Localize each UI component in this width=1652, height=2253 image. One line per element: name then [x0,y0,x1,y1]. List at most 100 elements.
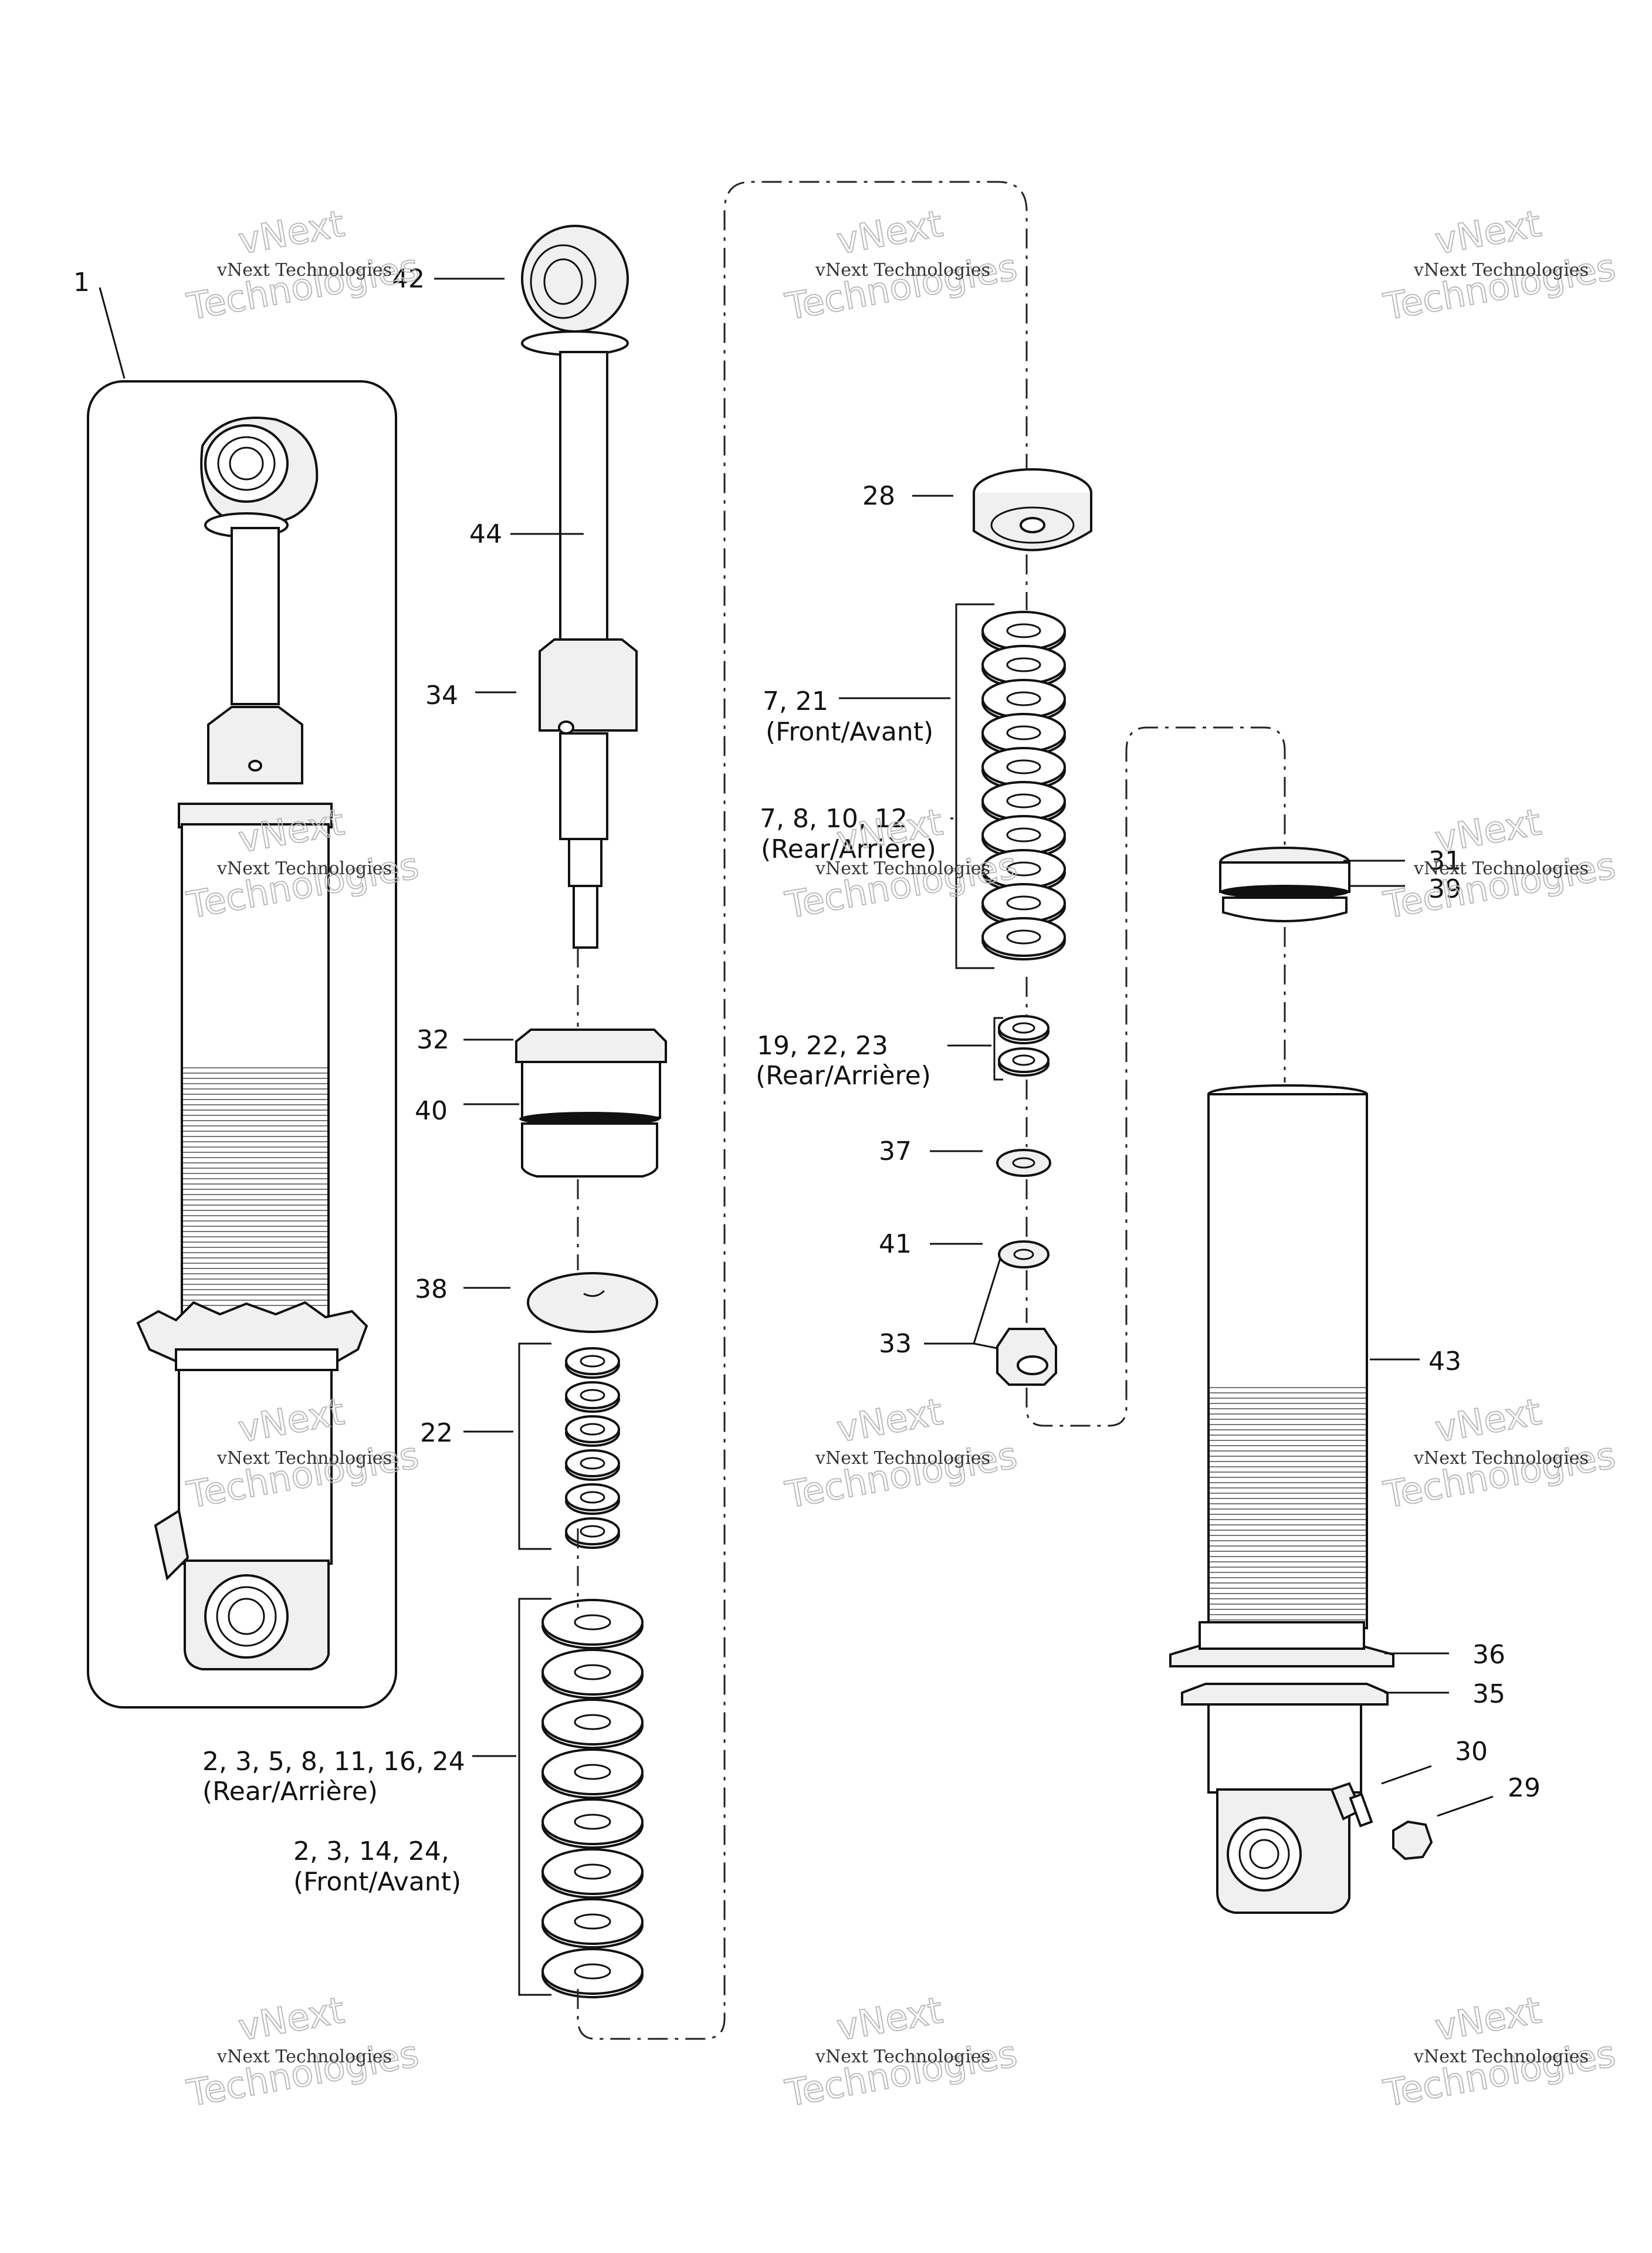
part-44-rod [559,351,608,647]
part-31-39-seal [1219,847,1350,922]
callout-29: 29 [1508,1773,1541,1803]
shim [981,917,1066,960]
callout-19-label: (Rear/Arrière) [756,1061,931,1091]
shim [981,849,1066,892]
callout-44: 44 [469,519,502,549]
callout-labels: 1 42 44 34 32 40 38 22 2, 3, 5, 8, 11, 1… [73,264,1541,1897]
part-30-valve [1330,1782,1373,1828]
watermark-vnext: vNext [1432,800,1544,861]
shim [541,1599,644,1649]
watermark-vnext: vNext [1432,202,1544,262]
shim [541,1798,644,1849]
watermark-technologies-large: Technologies [782,1433,1020,1516]
watermark-text: vNext Technologies [815,858,990,879]
watermark-text: vNext Technologies [1413,858,1589,879]
callout-22: 22 [420,1418,453,1448]
callout-34: 34 [425,681,458,711]
part-29-cap [1392,1820,1433,1860]
shim-stack-large [541,1599,644,1998]
shim [541,1898,644,1948]
part-34-bushing [539,638,638,949]
part-33-nut [996,1328,1057,1386]
shim [981,883,1066,926]
watermark-text: vNext Technologies [815,260,990,280]
callout-7-rear-label: (Rear/Arrière) [761,834,936,864]
part-42-eyelet [521,225,629,356]
shim [981,611,1066,654]
watermark-vnext: vNext [834,1988,946,2049]
part-41-washer [998,1240,1050,1268]
shock-assembly-1 [87,380,397,1709]
watermark-text: vNext Technologies [815,2046,990,2067]
callout-37: 37 [879,1136,912,1166]
callout-19-parts: 19, 22, 23 [757,1031,888,1061]
shim [981,679,1066,722]
brackets [518,603,1003,1996]
callout-rear-label: (Rear/Arrière) [202,1777,378,1807]
part-38-washer [527,1272,658,1333]
watermark-technologies-large: Technologies [184,245,422,328]
watermark-technologies-large: Technologies [184,2032,422,2115]
shim [565,1517,620,1549]
callout-43: 43 [1428,1347,1461,1376]
callout-7-front-label: (Front/Avant) [766,717,933,747]
callout-rear-parts: 2, 3, 5, 8, 11, 16, 24 [202,1747,465,1777]
watermark-text: vNext Technologies [815,1448,990,1469]
callout-31: 31 [1428,846,1461,876]
callout-40: 40 [415,1096,448,1126]
callout-7-front-parts: 7, 21 [763,686,828,716]
shim [981,645,1066,688]
shim [541,1699,644,1749]
watermark-text: vNext Technologies [1413,1448,1589,1469]
callout-7-rear-parts: 7, 8, 10, 12 [760,804,908,834]
part-43-body [1207,1084,1368,1787]
watermark-technologies-large: Technologies [1380,245,1619,328]
callout-front-parts: 2, 3, 14, 24, [293,1836,449,1866]
callout-35: 35 [1472,1679,1505,1709]
shim [565,1449,620,1481]
callout-28: 28 [862,481,895,511]
watermark-vnext: vNext [834,202,946,262]
callout-32: 32 [417,1025,449,1055]
shim [565,1381,620,1413]
watermark-text: vNext Technologies [216,2046,392,2067]
part-37-washer [996,1149,1051,1177]
shim [981,815,1066,858]
watermark-vnext: vNext [235,202,347,262]
part-43-lower [1207,1703,1362,1914]
callout-33: 33 [879,1329,912,1359]
callout-42: 42 [392,264,425,294]
watermark-text: vNext Technologies [216,1448,392,1469]
centerlines [577,181,1286,2040]
part-36-ring [1169,1621,1394,1667]
callout-38: 38 [415,1274,448,1304]
watermark-text: vNext Technologies [1413,2046,1589,2067]
watermark-technologies-large: Technologies [1380,844,1619,926]
shim [998,1015,1050,1044]
watermark-technologies-large: Technologies [1380,2032,1619,2115]
watermark-vnext: vNext [1432,1988,1544,2049]
watermark-text: vNext Technologies [1413,260,1589,280]
part-19-shims [998,1015,1050,1077]
part-32-cap [515,1029,667,1119]
leader-lines [99,278,1494,1817]
shim-stack-right [981,611,1066,960]
watermark-text: vNext Technologies [216,260,392,280]
shim [541,1748,644,1799]
watermark-vnext: vNext [1432,1390,1544,1450]
shim [541,1649,644,1699]
watermark-technologies-large: Technologies [782,2032,1020,2115]
shim [565,1483,620,1515]
shim [541,1948,644,1998]
callout-41: 41 [879,1229,912,1259]
shim [998,1047,1050,1077]
watermark-text: vNext Technologies [216,858,392,879]
